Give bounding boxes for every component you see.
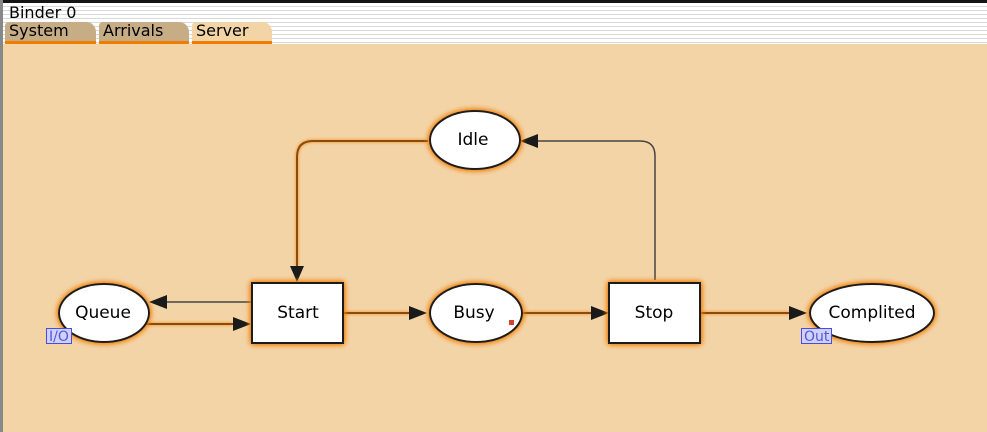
arrowhead-busy <box>409 306 427 320</box>
arrowhead-complited <box>789 306 807 320</box>
tab-label: Server <box>196 21 249 40</box>
place-idle-label[interactable]: Idle <box>457 130 489 150</box>
arrowhead-queue <box>149 295 167 309</box>
window-border <box>0 0 3 432</box>
place-queue-label[interactable]: Queue <box>75 303 131 323</box>
arrowhead-stop <box>591 306 609 320</box>
arc-stop-to-idle <box>538 140 656 280</box>
arrowhead-idle <box>520 134 538 148</box>
place-complited-label[interactable]: Complited <box>828 303 916 323</box>
place-idle <box>429 110 521 170</box>
place-queue <box>58 283 150 343</box>
petri-net-diagram <box>58 110 935 344</box>
title-bar[interactable]: Binder 0 System Arrivals Server <box>3 3 987 44</box>
place-busy-label[interactable]: Busy <box>453 303 495 323</box>
place-busy <box>429 283 523 343</box>
arc-idle-to-start <box>296 140 428 266</box>
port-tag-out[interactable]: Out <box>801 328 833 345</box>
binder-title: Binder 0 <box>9 3 77 22</box>
transition-start-label[interactable]: Start <box>277 303 319 323</box>
token-marker <box>509 320 514 325</box>
tab-arrivals[interactable]: Arrivals <box>99 21 189 44</box>
tab-label: Arrivals <box>103 21 164 40</box>
tab-label: System <box>9 21 69 40</box>
transition-stop <box>608 282 701 344</box>
transition-stop-label[interactable]: Stop <box>634 303 674 323</box>
arrowhead-start-left <box>233 317 251 331</box>
port-tag-io[interactable]: I/O <box>46 328 72 345</box>
place-complited <box>809 283 935 343</box>
tab-server[interactable]: Server <box>192 21 272 44</box>
binder-window: Binder 0 System Arrivals Server <box>3 3 987 432</box>
transition-start <box>251 282 344 344</box>
arrowhead-start-top <box>290 266 304 282</box>
tab-system[interactable]: System <box>5 21 96 44</box>
petri-net-canvas[interactable]: Idle Queue Busy Complited Start Stop I/O… <box>3 44 987 432</box>
